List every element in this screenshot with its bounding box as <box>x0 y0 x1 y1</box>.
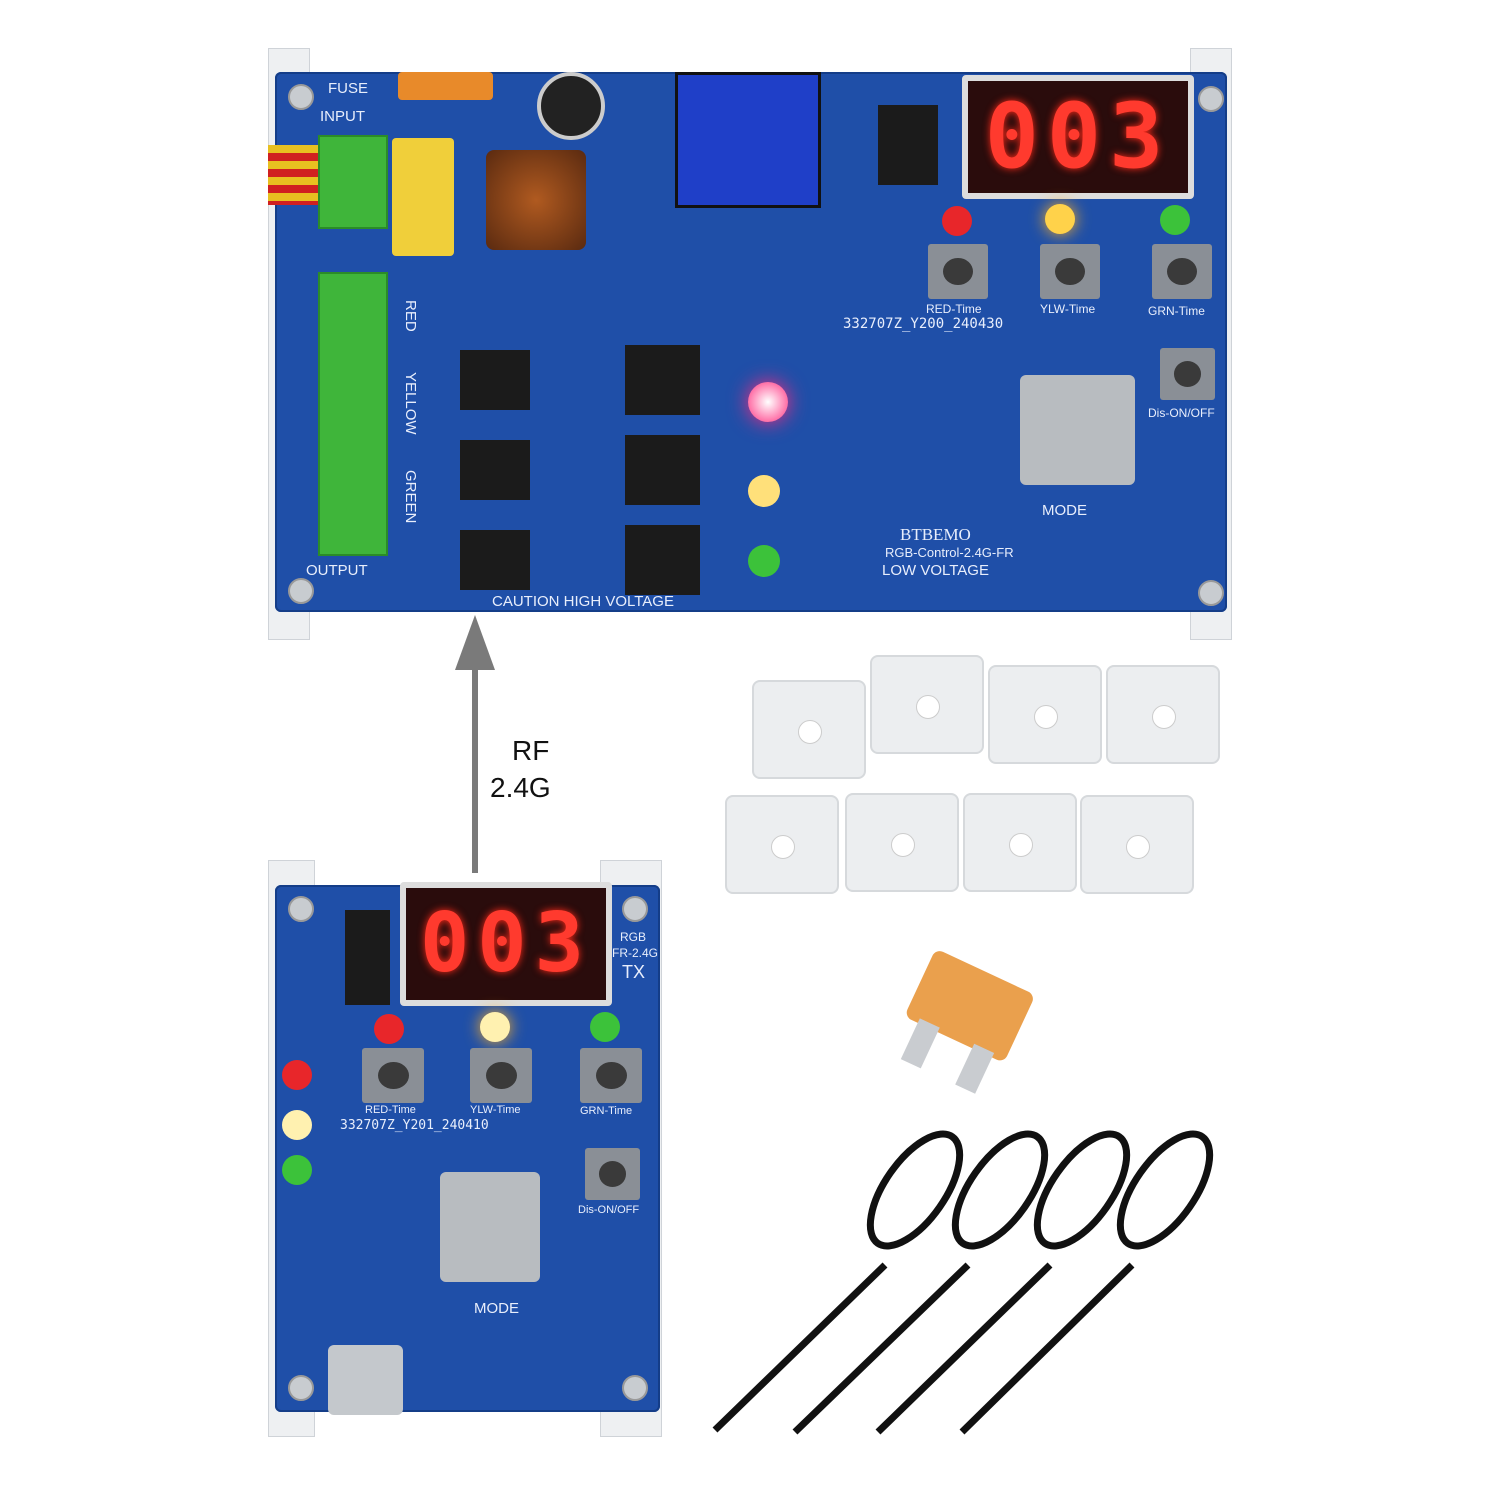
cable-tie <box>959 1130 1214 1435</box>
low-voltage-label: LOW VOLTAGE <box>882 562 989 579</box>
transformer <box>486 150 586 250</box>
mounting-clip <box>845 793 959 892</box>
mode-rotary-encoder[interactable] <box>1020 375 1135 485</box>
usb-c-port <box>328 1345 403 1415</box>
spare-fuse <box>900 951 1033 1094</box>
optocoupler-u8 <box>625 435 700 505</box>
mounting-clip <box>725 795 839 894</box>
mode-label: MODE <box>1042 502 1087 519</box>
triac-q2 <box>460 440 530 500</box>
caution-label: CAUTION HIGH VOLTAGE <box>492 593 674 610</box>
rf-arrow-icon <box>455 615 495 873</box>
receiver-display: 003 <box>962 75 1194 199</box>
mode-rotary-encoder[interactable] <box>440 1172 540 1282</box>
fr-label: FR-2.4G <box>612 946 659 960</box>
mode-label: MODE <box>474 1300 519 1317</box>
mounting-clip <box>870 655 984 754</box>
capacitor <box>392 138 454 256</box>
led-d7 <box>480 1012 510 1042</box>
input-wires <box>268 145 318 205</box>
led-d8 <box>590 1012 620 1042</box>
ylw-time-label: YLW-Time <box>470 1104 521 1116</box>
screw-icon <box>622 1375 648 1401</box>
dis-on-off-button[interactable] <box>585 1148 640 1200</box>
green-label: GREEN <box>402 470 419 524</box>
led-d13 <box>282 1110 312 1140</box>
grn-time-button[interactable] <box>1152 244 1212 299</box>
rf-label: RF <box>512 735 550 766</box>
mounting-clip <box>1106 665 1220 764</box>
screw-icon <box>288 896 314 922</box>
red-time-button[interactable] <box>928 244 988 299</box>
triac-q1 <box>460 350 530 410</box>
screw-icon <box>1198 580 1224 606</box>
output-label: OUTPUT <box>306 562 368 579</box>
led-d8 <box>1160 205 1190 235</box>
mounting-clip <box>752 680 866 779</box>
relay <box>675 72 821 208</box>
brand-label: BTBEMO <box>900 525 971 544</box>
cable-tie <box>712 1130 964 1433</box>
led-d12 <box>748 382 788 422</box>
transmitter-display: 003 <box>400 882 612 1006</box>
triac-q3 <box>460 530 530 590</box>
ylw-time-label: YLW-Time <box>1040 302 1096 316</box>
input-terminal <box>318 135 388 229</box>
rf-frequency-label: 2.4G <box>490 772 551 803</box>
led-d14 <box>748 545 780 577</box>
serial-label: 332707Z_Y200_240430 <box>843 316 1004 332</box>
optocoupler-u7 <box>625 345 700 415</box>
mounting-clip <box>988 665 1102 764</box>
cable-tie <box>875 1130 1131 1435</box>
fuse-label: FUSE <box>328 80 369 97</box>
screw-icon <box>288 578 314 604</box>
input-label: INPUT <box>320 108 365 125</box>
dis-on-off-button[interactable] <box>1160 348 1215 400</box>
led-d13 <box>748 475 780 507</box>
screw-icon <box>622 896 648 922</box>
led-d6 <box>942 206 972 236</box>
dis-on-off-label: Dis-ON/OFF <box>578 1204 640 1216</box>
red-time-label: RED-Time <box>365 1104 416 1116</box>
rgb-label: RGB <box>620 930 647 944</box>
model-label: RGB-Control-2.4G-FR <box>885 545 1014 560</box>
mounting-clip <box>1080 795 1194 894</box>
fuse <box>398 72 493 100</box>
grn-time-button[interactable] <box>580 1048 642 1103</box>
dis-on-off-label: Dis-ON/OFF <box>1148 406 1215 420</box>
ylw-time-button[interactable] <box>1040 244 1100 299</box>
screw-icon <box>288 84 314 110</box>
mounting-clip <box>963 793 1077 892</box>
red-time-button[interactable] <box>362 1048 424 1103</box>
cable-tie <box>792 1130 1049 1435</box>
cable-ties <box>712 1130 1214 1435</box>
led-d12 <box>282 1060 312 1090</box>
electrolytic-capacitor <box>537 72 605 140</box>
grn-time-label: GRN-Time <box>1148 304 1205 318</box>
grn-time-label: GRN-Time <box>580 1105 633 1117</box>
optocoupler-u9 <box>625 525 700 595</box>
ylw-time-button[interactable] <box>470 1048 532 1103</box>
tx-label: TX <box>622 962 646 982</box>
screw-icon <box>288 1375 314 1401</box>
led-d6 <box>374 1014 404 1044</box>
red-label: RED <box>402 300 419 332</box>
chip-u1 <box>878 105 938 185</box>
serial-label: 332707Z_Y201_240410 <box>340 1118 489 1133</box>
led-d14 <box>282 1155 312 1185</box>
screw-icon <box>1198 86 1224 112</box>
yellow-label: YELLOW <box>402 372 419 435</box>
led-d7 <box>1045 204 1075 234</box>
red-time-label: RED-Time <box>926 302 982 316</box>
chip-u1 <box>345 910 390 1005</box>
output-terminal <box>318 272 388 556</box>
